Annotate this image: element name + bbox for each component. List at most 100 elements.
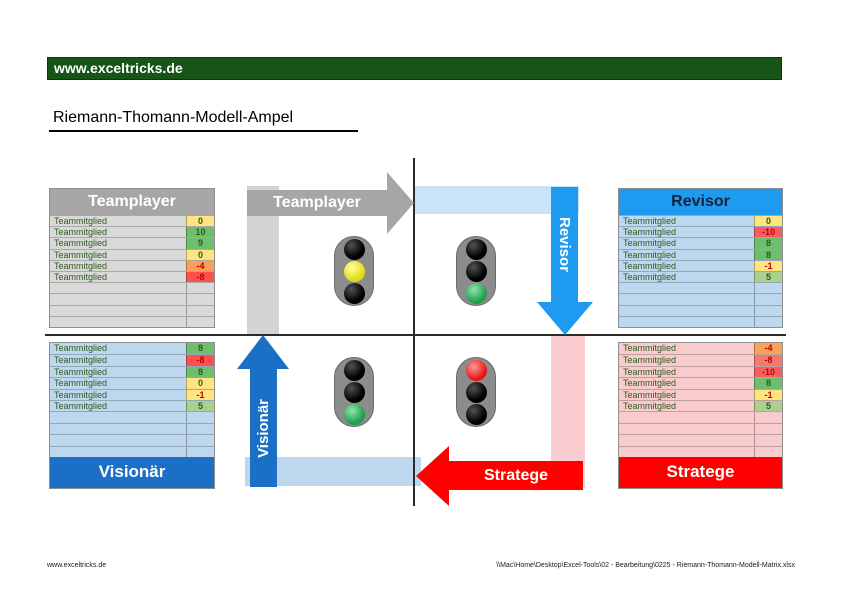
team-member-cell[interactable]: Teammitglied <box>623 249 677 260</box>
score-cell[interactable]: -4 <box>754 343 782 355</box>
traffic-lamp-green-icon <box>465 282 487 304</box>
team-member-cell[interactable]: Teammitglied <box>623 216 677 226</box>
team-member-cell[interactable] <box>50 447 186 457</box>
score-cell[interactable]: -4 <box>186 260 214 271</box>
team-member-cell[interactable]: Teammitglied <box>623 389 677 400</box>
arrow-visionaer-head-icon <box>237 335 289 369</box>
team-member-cell[interactable]: Teammitglied <box>623 355 677 366</box>
traffic-lamp-off-icon <box>465 381 487 403</box>
team-member-cell[interactable] <box>50 294 186 304</box>
team-member-cell[interactable]: Teammitglied <box>54 238 108 249</box>
score-cell[interactable] <box>754 423 782 435</box>
team-member-cell[interactable] <box>619 283 754 293</box>
team-member-cell[interactable]: Teammitglied <box>623 260 677 271</box>
score-cell[interactable] <box>754 412 782 423</box>
score-cell[interactable]: 5 <box>186 400 214 412</box>
score-cell[interactable]: -1 <box>754 260 782 271</box>
score-cell[interactable]: -1 <box>754 389 782 400</box>
team-member-cell[interactable] <box>619 412 754 422</box>
score-cell[interactable]: 8 <box>186 343 214 355</box>
score-cell[interactable]: 0 <box>186 378 214 389</box>
score-cell[interactable] <box>186 423 214 435</box>
score-cell[interactable]: -8 <box>186 271 214 283</box>
team-member-cell[interactable] <box>50 283 186 293</box>
score-cell[interactable]: 0 <box>186 249 214 260</box>
team-member-cell[interactable]: Teammitglied <box>54 355 108 366</box>
team-member-cell[interactable]: Teammitglied <box>54 260 108 271</box>
table-row <box>50 315 214 327</box>
team-member-cell[interactable]: Teammitglied <box>54 216 108 226</box>
tbl-stratege-header[interactable]: Stratege <box>619 456 782 488</box>
team-member-cell[interactable]: Teammitglied <box>54 343 108 353</box>
score-cell[interactable]: 10 <box>186 227 214 238</box>
score-cell[interactable] <box>754 435 782 446</box>
table-row: Teammitglied 5 <box>50 399 214 412</box>
team-member-cell[interactable]: Teammitglied <box>54 227 108 238</box>
score-cell[interactable] <box>186 294 214 305</box>
tbl-revisor-header[interactable]: Revisor <box>619 189 782 215</box>
team-member-cell[interactable]: Teammitglied <box>54 389 108 400</box>
score-cell[interactable]: 8 <box>186 366 214 378</box>
score-cell[interactable]: 8 <box>754 249 782 260</box>
team-member-cell[interactable]: Teammitglied <box>54 249 108 260</box>
score-cell[interactable] <box>186 446 214 457</box>
footer-right-text: \\Mac\Home\Desktop\Excel-Tools\02 - Bear… <box>496 562 795 569</box>
team-member-cell[interactable]: Teammitglied <box>623 227 677 238</box>
team-member-cell[interactable]: Teammitglied <box>623 378 677 389</box>
tbl-teamplayer-header[interactable]: Teamplayer <box>50 189 214 215</box>
table-row: Teammitglied 0 <box>50 215 214 227</box>
table-row: Teammitglied 8 <box>619 237 782 249</box>
team-member-cell[interactable]: Teammitglied <box>54 400 108 411</box>
team-member-cell[interactable] <box>619 435 754 445</box>
score-cell[interactable]: 5 <box>754 271 782 283</box>
tbl-visionaer-header[interactable]: Visionär <box>50 456 214 488</box>
table-row: Teammitglied 8 <box>50 365 214 378</box>
score-cell[interactable] <box>186 316 214 327</box>
score-cell[interactable] <box>754 316 782 327</box>
score-cell[interactable]: -8 <box>186 355 214 366</box>
team-member-cell[interactable] <box>50 435 186 445</box>
traffic-lamp-off-icon <box>465 403 487 425</box>
score-cell[interactable]: 5 <box>754 400 782 412</box>
team-member-cell[interactable] <box>619 294 754 304</box>
score-cell[interactable]: 8 <box>754 238 782 249</box>
team-member-cell[interactable]: Teammitglied <box>623 238 677 249</box>
team-member-cell[interactable] <box>619 317 754 327</box>
score-cell[interactable] <box>186 412 214 423</box>
team-member-cell[interactable]: Teammitglied <box>623 343 677 353</box>
team-member-cell[interactable] <box>50 412 186 422</box>
score-cell[interactable] <box>186 283 214 294</box>
score-cell[interactable]: 0 <box>186 216 214 227</box>
team-member-cell[interactable] <box>50 317 186 327</box>
score-cell[interactable]: -10 <box>754 366 782 378</box>
team-member-cell[interactable]: Teammitglied <box>54 271 108 282</box>
score-cell[interactable] <box>754 305 782 316</box>
table-row: Teammitglied -8 <box>50 354 214 366</box>
score-cell[interactable]: 0 <box>754 216 782 227</box>
score-cell[interactable] <box>186 435 214 446</box>
score-cell[interactable] <box>754 294 782 305</box>
team-member-cell[interactable] <box>619 424 754 434</box>
score-cell[interactable]: 9 <box>186 238 214 249</box>
team-member-cell[interactable]: Teammitglied <box>54 378 108 389</box>
traffic-lamp-off-icon <box>343 282 365 304</box>
score-cell[interactable] <box>754 446 782 457</box>
team-member-cell[interactable]: Teammitglied <box>623 271 677 282</box>
team-member-cell[interactable]: Teammitglied <box>623 366 677 377</box>
team-member-cell[interactable] <box>50 424 186 434</box>
table-row: Teammitglied 0 <box>50 377 214 389</box>
score-cell[interactable]: -10 <box>754 227 782 238</box>
score-cell[interactable]: -1 <box>186 389 214 400</box>
team-member-cell[interactable]: Teammitglied <box>623 400 677 411</box>
score-cell[interactable] <box>186 305 214 316</box>
table-row <box>50 293 214 305</box>
score-cell[interactable]: -8 <box>754 355 782 366</box>
score-cell[interactable] <box>754 283 782 294</box>
team-member-cell[interactable] <box>50 306 186 316</box>
arrow-stratege: Stratege <box>449 461 583 490</box>
team-member-cell[interactable] <box>619 306 754 316</box>
team-member-cell[interactable] <box>619 447 754 457</box>
team-member-cell[interactable]: Teammitglied <box>54 366 108 377</box>
score-cell[interactable]: 8 <box>754 378 782 389</box>
